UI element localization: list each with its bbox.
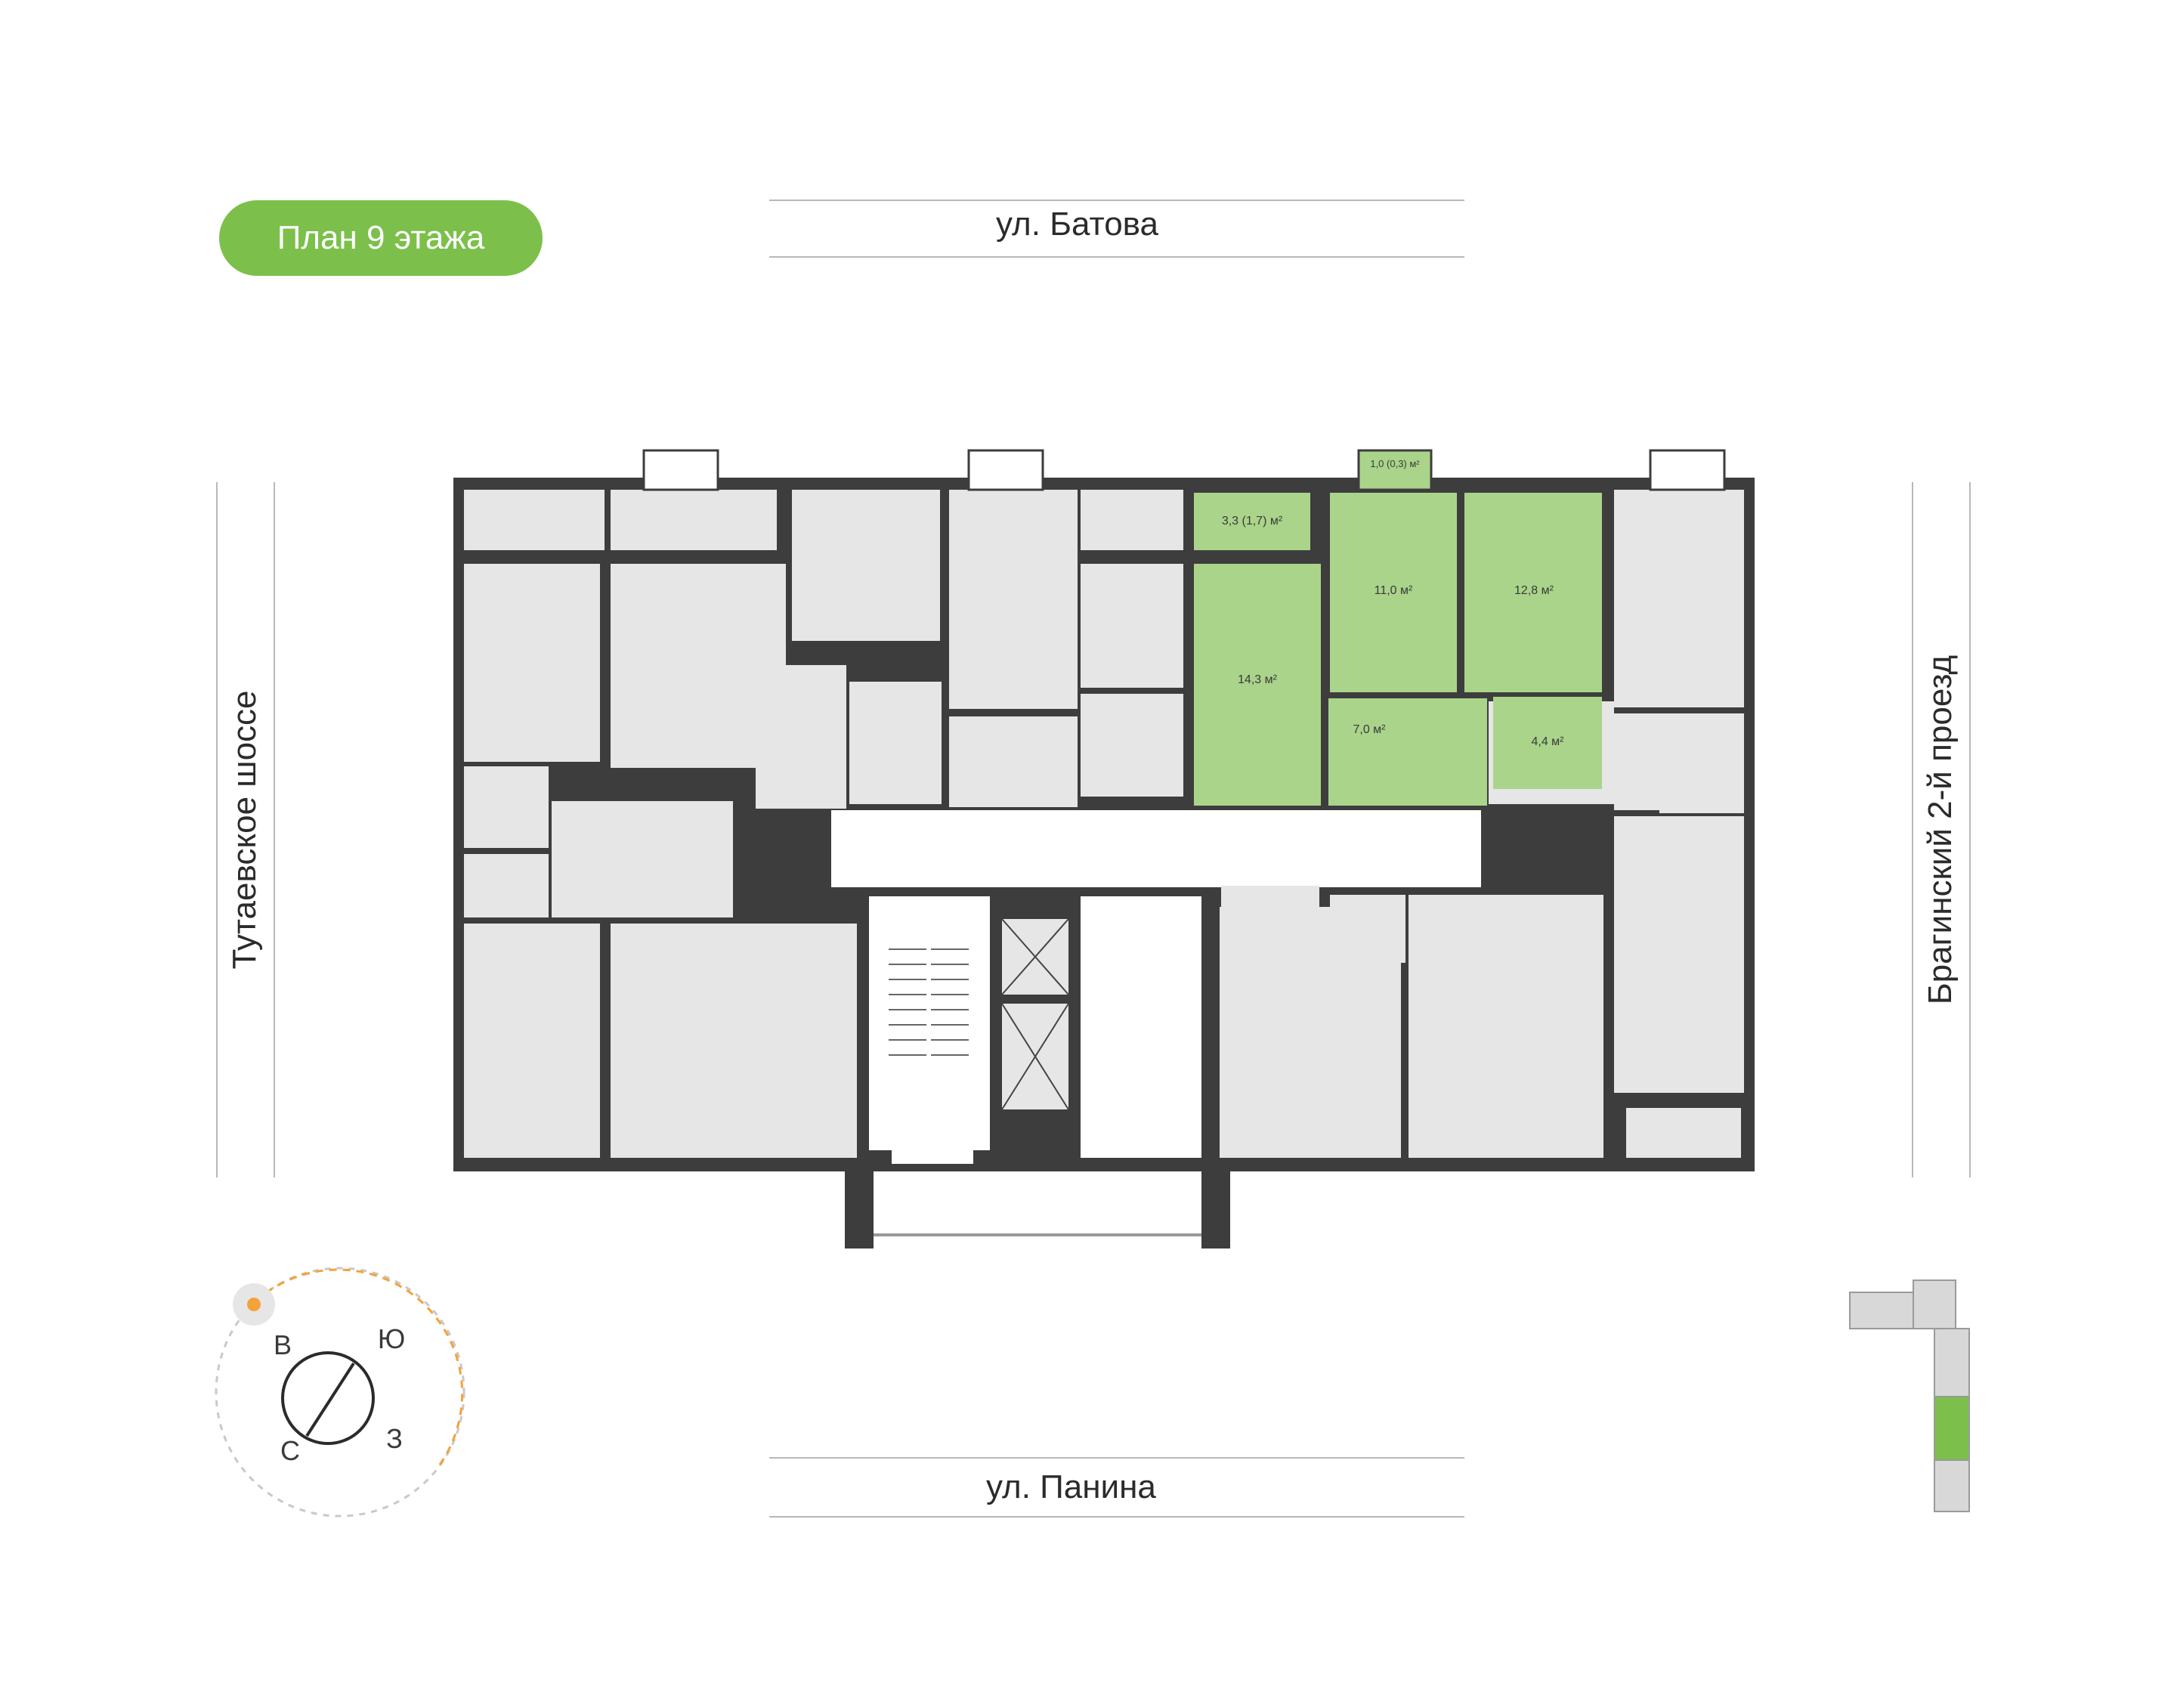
street-line-bottom-1 [769,1457,1464,1459]
compass-west: З [386,1423,403,1454]
compass-east: В [274,1329,292,1360]
highlighted-apartment [1194,449,1602,806]
site-plan-minimap [1849,1279,1970,1512]
bathroom-room [1493,697,1602,789]
floor-badge: План 9 этажа [219,200,543,276]
street-label-bottom: ул. Панина [986,1468,1156,1505]
street-line-top-2 [769,256,1464,258]
area-label-bathroom: 4,4 м² [1531,735,1564,748]
balconies [642,449,1726,491]
area-label-loggia: 1,0 (0,3) м² [1370,458,1420,469]
sun-icon [247,1298,261,1311]
street-label-top: ул. Батова [996,206,1159,243]
street-line-right-2 [1969,482,1971,1177]
street-line-bottom-2 [769,1516,1464,1518]
area-label-kitchen: 11,0 м² [1375,584,1413,597]
area-label-balcony: 3,3 (1,7) м² [1222,515,1283,528]
street-line-top-1 [769,200,1464,201]
compass-north: С [280,1435,300,1466]
compass: В Ю С З [215,1267,465,1518]
street-line-left-1 [216,482,218,1177]
balcony-room [1194,493,1310,550]
core [869,896,1201,1164]
room-area-labels: 3,3 (1,7) м² 1,0 (0,3) м² 14,3 м² 11,0 м… [1222,458,1564,748]
area-label-room: 14,3 м² [1238,673,1278,686]
kitchen-room [1330,493,1457,692]
hall-room [1328,698,1487,806]
main-room [1194,564,1321,806]
area-label-hall: 7,0 м² [1353,723,1386,736]
bedroom-room [1464,493,1602,692]
loggia-room [1357,449,1433,491]
street-line-left-2 [274,482,275,1177]
street-line-right-1 [1912,482,1913,1177]
compass-south: Ю [378,1323,405,1354]
area-label-bedroom: 12,8 м² [1514,584,1554,597]
